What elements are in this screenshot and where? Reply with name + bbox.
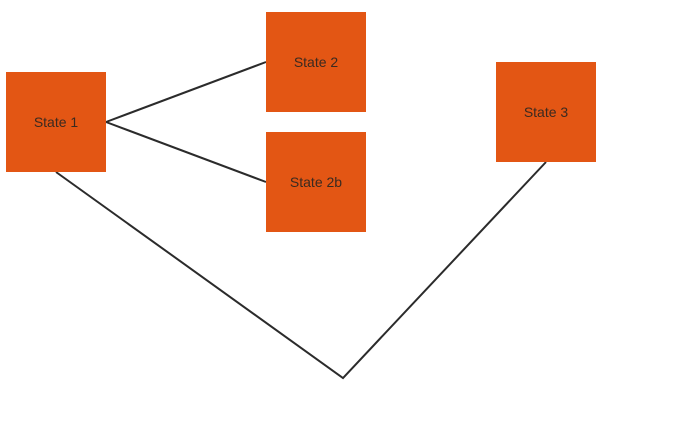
edge-state-1-to-state-2[interactable] — [105, 61, 267, 123]
edge-state-1-to-state-2b[interactable] — [105, 121, 267, 183]
node-state-2b[interactable]: State 2b — [266, 132, 366, 232]
node-label: State 2b — [289, 174, 343, 190]
node-label: State 2 — [293, 54, 339, 70]
edge-state-1-to-state-3[interactable] — [55, 161, 547, 380]
node-state-1[interactable]: State 1 — [6, 72, 106, 172]
node-label: State 3 — [523, 104, 569, 120]
node-label: State 1 — [33, 114, 79, 130]
node-state-2[interactable]: State 2 — [266, 12, 366, 112]
node-state-3[interactable]: State 3 — [496, 62, 596, 162]
